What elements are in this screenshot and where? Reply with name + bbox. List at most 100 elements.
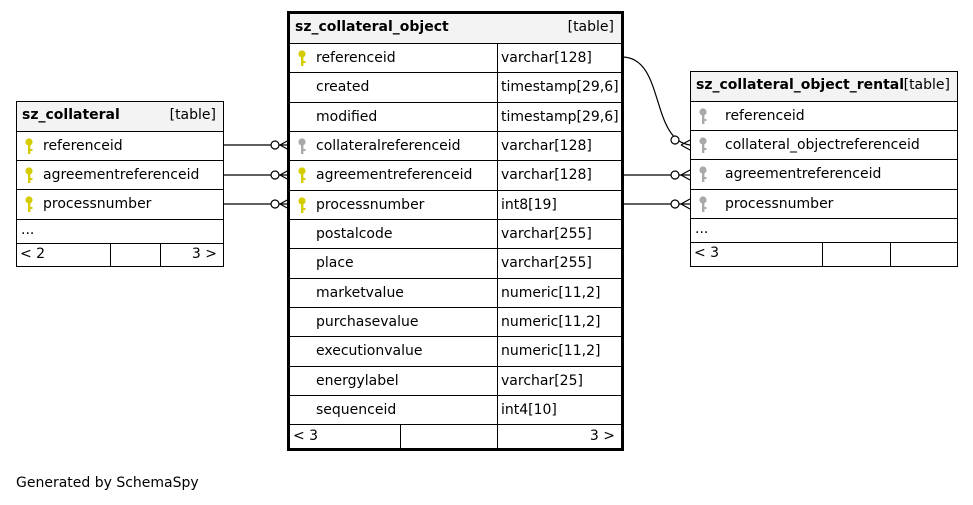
table-sz-collateral-object[interactable]: sz_collateral_object [table] referenceid… xyxy=(287,11,624,451)
primary-key-icon xyxy=(23,166,35,186)
column-name: postalcode xyxy=(316,226,393,242)
column-row: place varchar[255] xyxy=(290,248,621,278)
relationship-crowfoot xyxy=(680,169,691,181)
relationship-zero-marker xyxy=(270,199,280,209)
table-footer: < 2 3 > xyxy=(17,243,223,266)
column-row: created timestamp[29,6] xyxy=(290,72,621,102)
column-name: referenceid xyxy=(316,50,396,66)
table-name: sz_collateral_object xyxy=(295,19,449,35)
relationship-zero-marker xyxy=(270,170,280,180)
column-type: int4[10] xyxy=(501,402,557,418)
column-name: referenceid xyxy=(43,138,123,154)
column-row: sequenceid int4[10] xyxy=(290,395,621,424)
column-row: collateral_objectreferenceid xyxy=(691,130,957,159)
column-name: processnumber xyxy=(316,197,425,213)
column-row: agreementreferenceid xyxy=(691,159,957,189)
footer-divider xyxy=(160,244,161,266)
ellipsis-row: ... xyxy=(691,218,957,242)
column-name: agreementreferenceid xyxy=(43,167,200,183)
primary-key-icon xyxy=(23,137,35,157)
column-name: processnumber xyxy=(725,196,834,212)
column-type: varchar[25] xyxy=(501,373,583,389)
column-name: energylabel xyxy=(316,373,399,389)
foreign-key-icon xyxy=(697,107,709,127)
column-type: numeric[11,2] xyxy=(501,314,601,330)
column-name: marketvalue xyxy=(316,285,404,301)
footer-divider xyxy=(110,244,111,266)
table-kind: [table] xyxy=(567,19,614,35)
footer-divider xyxy=(497,425,498,448)
column-name: created xyxy=(316,79,370,95)
relationship-crowfoot xyxy=(680,198,691,210)
table-footer: < 3 3 > xyxy=(290,424,621,448)
footer-divider xyxy=(822,243,823,266)
column-type: varchar[128] xyxy=(501,167,592,183)
primary-key-icon xyxy=(296,196,308,216)
table-header: sz_collateral_object_rental [table] xyxy=(691,72,957,101)
column-row: energylabel varchar[25] xyxy=(290,366,621,395)
column-name: collateralreferenceid xyxy=(316,138,461,154)
footer-parents-count: < 2 xyxy=(20,246,46,262)
column-type: varchar[128] xyxy=(501,50,592,66)
column-row: referenceid xyxy=(17,131,223,160)
primary-key-icon xyxy=(23,195,35,215)
table-footer: < 3 xyxy=(691,242,957,266)
footer-children-count: 3 > xyxy=(191,246,217,262)
relationship-line xyxy=(621,56,691,146)
column-type-divider xyxy=(497,43,498,424)
column-row: postalcode varchar[255] xyxy=(290,219,621,248)
table-header: sz_collateral [table] xyxy=(17,102,223,131)
foreign-key-icon xyxy=(697,136,709,156)
generated-by-caption: Generated by SchemaSpy xyxy=(16,475,199,491)
ellipsis-row: ... xyxy=(17,219,223,243)
column-name: sequenceid xyxy=(316,402,397,418)
column-row: agreementreferenceid xyxy=(17,160,223,189)
footer-parents-count: < 3 xyxy=(293,428,319,444)
column-name: collateral_objectreferenceid xyxy=(725,137,920,153)
column-type: varchar[128] xyxy=(501,138,592,154)
relationship-crowfoot xyxy=(680,139,691,151)
column-row: processnumber xyxy=(17,189,223,219)
column-name: agreementreferenceid xyxy=(725,166,882,182)
column-row: marketvalue numeric[11,2] xyxy=(290,278,621,307)
column-name: executionvalue xyxy=(316,343,423,359)
column-row: processnumber xyxy=(691,189,957,218)
column-name: processnumber xyxy=(43,196,152,212)
column-name: referenceid xyxy=(725,108,805,124)
column-row: modified timestamp[29,6] xyxy=(290,102,621,131)
column-row: collateralreferenceid varchar[128] xyxy=(290,131,621,160)
table-sz-collateral[interactable]: sz_collateral [table] referenceid agreem… xyxy=(16,101,224,267)
column-type: int8[19] xyxy=(501,197,557,213)
column-name: purchasevalue xyxy=(316,314,419,330)
table-kind: [table] xyxy=(903,77,950,93)
column-row: purchasevalue numeric[11,2] xyxy=(290,307,621,336)
column-row: executionvalue numeric[11,2] xyxy=(290,336,621,366)
relationship-zero-marker xyxy=(670,199,680,209)
footer-divider xyxy=(400,425,401,448)
relationship-zero-marker xyxy=(670,170,680,180)
column-name: place xyxy=(316,255,354,271)
column-type: numeric[11,2] xyxy=(501,343,601,359)
column-row: referenceid xyxy=(691,101,957,130)
table-sz-collateral-object-rental[interactable]: sz_collateral_object_rental [table] refe… xyxy=(690,71,958,267)
column-row: referenceid varchar[128] xyxy=(290,43,621,72)
column-row: processnumber int8[19] xyxy=(290,190,621,219)
more-columns-ellipsis: ... xyxy=(695,221,709,237)
table-header: sz_collateral_object [table] xyxy=(290,14,621,43)
relationship-zero-marker xyxy=(270,140,280,150)
footer-divider xyxy=(890,243,891,266)
column-type: varchar[255] xyxy=(501,226,592,242)
foreign-key-icon xyxy=(296,137,308,157)
column-type: timestamp[29,6] xyxy=(501,79,619,95)
foreign-key-icon xyxy=(697,195,709,215)
column-type: varchar[255] xyxy=(501,255,592,271)
column-name: modified xyxy=(316,109,378,125)
footer-children-count: 3 > xyxy=(589,428,615,444)
table-name: sz_collateral_object_rental xyxy=(696,77,905,93)
more-columns-ellipsis: ... xyxy=(21,222,35,238)
table-kind: [table] xyxy=(169,107,216,123)
foreign-key-icon xyxy=(697,165,709,185)
column-type: timestamp[29,6] xyxy=(501,109,619,125)
column-row: agreementreferenceid varchar[128] xyxy=(290,160,621,190)
